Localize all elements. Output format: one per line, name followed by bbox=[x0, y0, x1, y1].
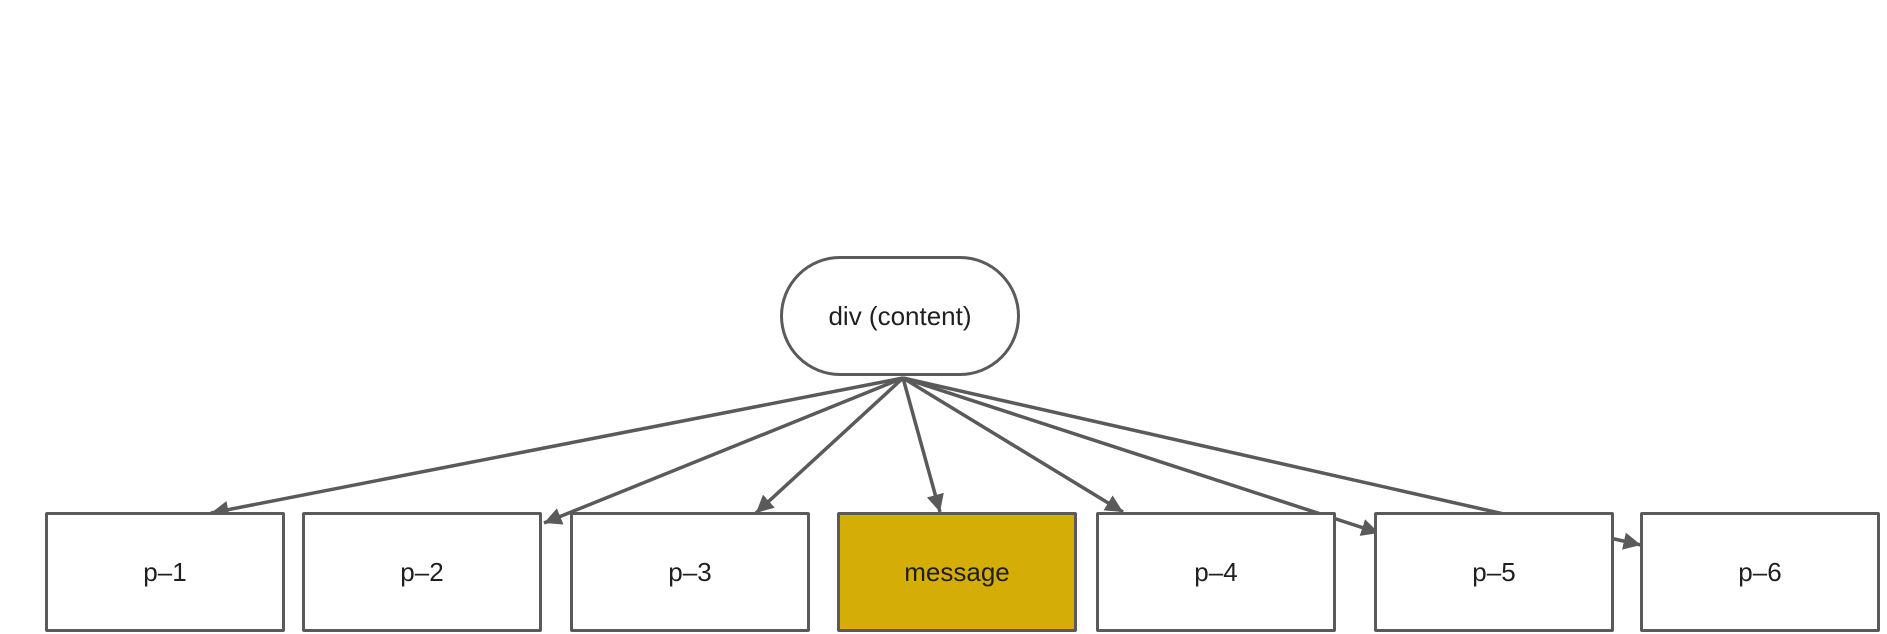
child-node-p5: p–5 bbox=[1374, 512, 1614, 632]
child-node-p4: p–4 bbox=[1096, 512, 1336, 632]
child-node-p1-label: p–1 bbox=[143, 556, 187, 587]
root-node-label: div (content) bbox=[828, 300, 972, 331]
edge-root-to-p3 bbox=[754, 376, 905, 515]
child-node-p6: p–6 bbox=[1640, 512, 1880, 632]
edge-root-to-p2 bbox=[543, 376, 904, 525]
child-node-message-label: message bbox=[904, 556, 1010, 587]
child-node-p6-label: p–6 bbox=[1738, 556, 1782, 587]
child-node-p3: p–3 bbox=[570, 512, 810, 632]
child-node-p4-label: p–4 bbox=[1194, 556, 1238, 587]
edge-root-to-p5 bbox=[902, 376, 1380, 536]
child-node-p1: p–1 bbox=[45, 512, 285, 632]
edge-root-to-p4 bbox=[902, 376, 1124, 514]
root-node-div-content: div (content) bbox=[780, 256, 1020, 376]
child-node-message: message bbox=[837, 512, 1077, 632]
child-node-p2-label: p–2 bbox=[400, 556, 444, 587]
child-node-p3-label: p–3 bbox=[668, 556, 712, 587]
edge-root-to-p1 bbox=[210, 376, 904, 519]
edge-root-to-message bbox=[901, 377, 944, 513]
child-node-p2: p–2 bbox=[302, 512, 542, 632]
child-node-p5-label: p–5 bbox=[1472, 556, 1516, 587]
